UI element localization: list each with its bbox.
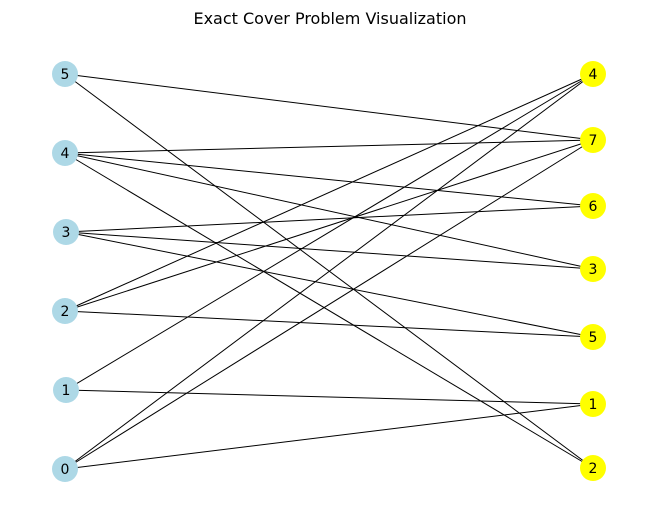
left-node-4 (52, 140, 78, 166)
left-node-5 (52, 61, 78, 87)
left-node-label: 0 (61, 462, 70, 478)
right-node-7 (580, 127, 606, 153)
right-node-label: 2 (589, 461, 598, 477)
right-node-6 (580, 193, 606, 219)
right-node-5 (580, 324, 606, 350)
graph-edge (64, 73, 594, 470)
left-node-0 (52, 456, 78, 482)
left-node-2 (52, 298, 78, 324)
left-node-label: 4 (61, 146, 70, 162)
right-node-label: 7 (589, 133, 598, 149)
right-node-label: 4 (589, 67, 598, 83)
right-node-1 (580, 391, 606, 417)
right-node-3 (580, 256, 606, 282)
graph-edge (65, 205, 594, 233)
graph-edge (64, 152, 594, 270)
graph-edge (64, 310, 594, 338)
graph-edge (65, 73, 594, 391)
right-node-label: 6 (589, 199, 598, 215)
graph-edge (64, 73, 594, 141)
left-node-label: 3 (62, 225, 71, 241)
right-node-label: 1 (589, 397, 598, 413)
chart-title: Exact Cover Problem Visualization (193, 9, 467, 28)
left-node-3 (53, 219, 79, 245)
left-node-1 (53, 377, 79, 403)
graph-edge (64, 73, 594, 312)
right-node-label: 5 (589, 330, 598, 346)
right-node-label: 3 (589, 262, 598, 278)
left-node-label: 1 (62, 383, 71, 399)
left-node-label: 2 (61, 304, 70, 320)
right-node-4 (580, 61, 606, 87)
graph-edge (64, 139, 594, 312)
right-node-2 (580, 455, 606, 481)
graph-edge (64, 152, 594, 207)
left-node-label: 5 (61, 67, 70, 83)
graph-edge (64, 403, 594, 470)
graph-edge (65, 231, 594, 270)
graph-edge (64, 152, 594, 469)
graph-edge (65, 389, 594, 405)
graph-edge (65, 231, 594, 338)
graph-edge (64, 139, 594, 470)
graph-edge (64, 139, 594, 154)
